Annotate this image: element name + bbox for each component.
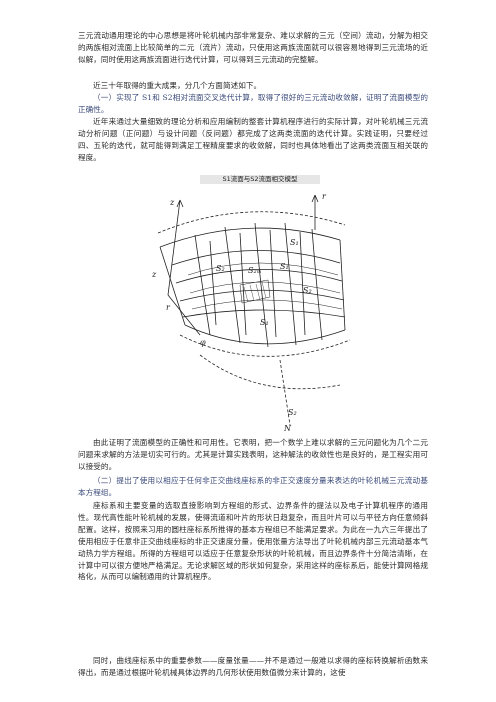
label-s2-right: S₂ [303,286,312,295]
paragraph-section-1-body: 近年来通过大量细致的理论分析和应用编制的整套计算机程序进行的实际计算，对叶轮机械… [78,117,428,162]
axis-label-r-left: r [166,303,171,312]
axis-label-r: r [322,192,327,201]
label-s2m: S₂ₘ [248,266,262,275]
axis-label-z-left: z [151,270,157,279]
paragraph-section-2-heading: （二）提出了使用以相应于任何非正交曲线座标系的非正交速度分量来表达的叶轮机械三元… [78,476,428,497]
label-s1-low: S₁ [260,318,269,327]
paragraph-intro: 三元流动通用理论的中心思想是将叶轮机械内部非常复杂、难以求解的三元（空间）流动，… [78,31,428,64]
s1-s2-stream-surface-figure: S1流面与S2流面相交模型 [140,175,362,435]
label-s2r: S₂ [288,408,297,417]
paragraph-metric-tensor: 同时，曲线座标系中的重要参数——度量张量——并不是通过一般难以求得的座标转换解析… [78,656,428,677]
label-s1-mid: S₁ [280,262,289,271]
label-n: N [283,424,292,433]
stream-surface-diagram: z r S₁ S₂ S₂ₘ S₁ S₂ S₁ z r φ S₂ N [151,192,351,433]
paragraph-section-2-body: 座标系和主要变量的选取直接影响到方程组的形式、边界条件的提法以及电子计算机程序的… [78,501,428,582]
label-s1-top: S₁ [290,238,299,247]
figure-title: S1流面与S2流面相交模型 [200,175,320,184]
paragraph-section-1-heading: （一）实现了 S1和 S2相对流面交叉迭代计算，取得了很好的三元流动收敛解，证明… [78,93,428,114]
label-s2-left: S₂ [216,264,225,273]
paragraph-summary: 近三十年取得的重大成果，分几个方面简述如下。 [93,81,262,90]
paragraph-conclusion: 由此证明了流面模型的正确性和可用性。它表明，把一个数学上难以求解的三元问题化为几… [78,438,428,471]
axis-label-z-top: z [169,198,175,207]
axis-label-phi: φ [200,338,206,347]
